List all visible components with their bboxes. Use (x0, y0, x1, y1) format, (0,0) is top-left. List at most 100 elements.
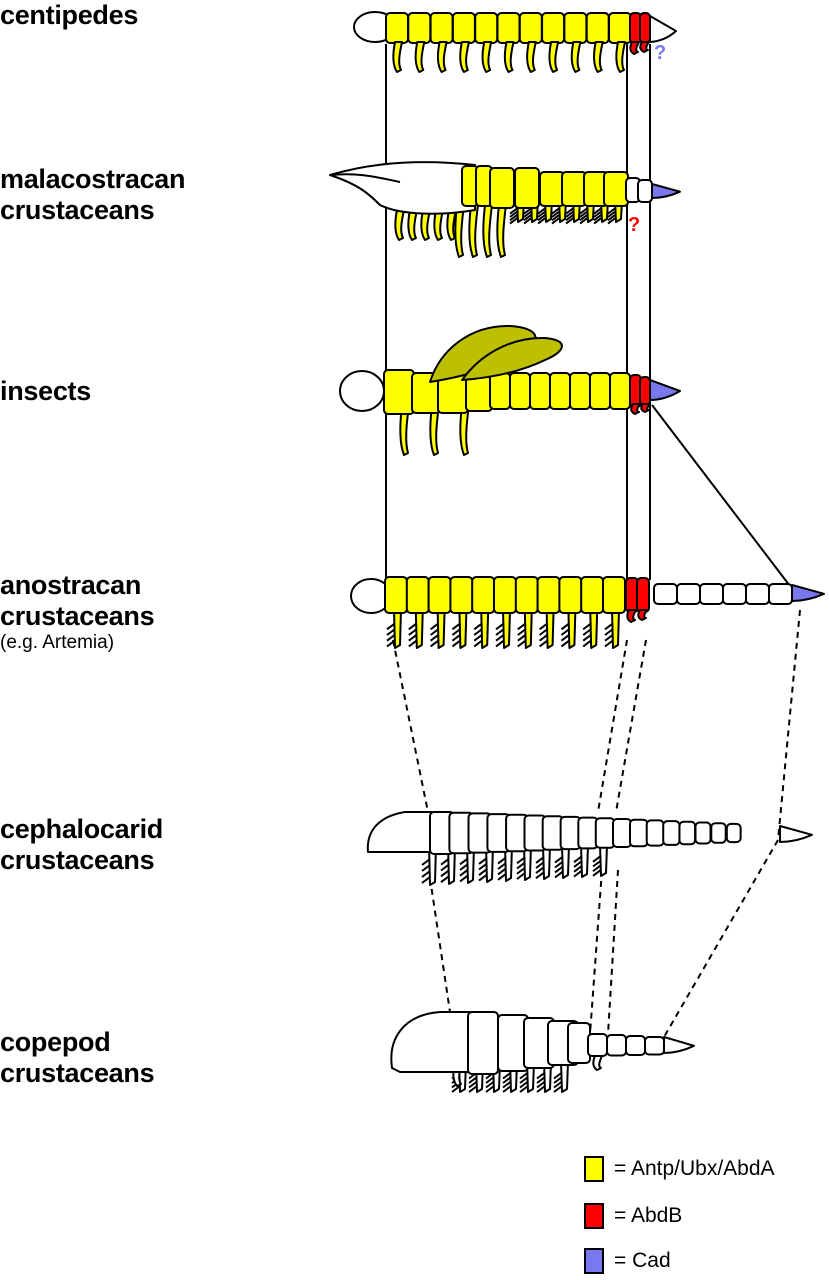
segment (407, 12, 432, 44)
segment (710, 822, 727, 844)
leg (482, 204, 493, 258)
limb-seta (509, 216, 519, 225)
limb-stem (545, 609, 555, 649)
limb-seta (523, 213, 533, 222)
limb-seta (519, 1085, 529, 1093)
segment (676, 583, 701, 605)
malacostracan-body (329, 161, 681, 258)
label-line: centipedes (0, 0, 139, 30)
limb-seta (408, 622, 418, 631)
segment (678, 820, 697, 846)
limb-seta (560, 628, 571, 636)
leg (459, 404, 470, 456)
limb-seta (502, 1071, 512, 1080)
solid-connector (651, 404, 794, 591)
hindwing (461, 336, 563, 381)
limb-seta (430, 639, 440, 648)
limb-seta (537, 216, 547, 225)
segment (489, 372, 511, 410)
segment (612, 818, 632, 848)
label-anostracan: anostracan crustaceans (0, 570, 155, 632)
segment (384, 576, 408, 614)
limb-seta (536, 1080, 546, 1089)
segment (639, 12, 651, 44)
segment (427, 576, 452, 614)
limb (553, 1061, 569, 1093)
limb (560, 609, 577, 649)
leg (548, 41, 560, 73)
limb-seta (497, 862, 507, 870)
limb (536, 1061, 552, 1093)
segment (725, 822, 742, 844)
limb (554, 844, 570, 879)
limb-seta (459, 857, 469, 866)
leg (626, 609, 637, 623)
dashed-connector (615, 639, 647, 813)
limb-stem (567, 609, 577, 649)
limb-stem (589, 609, 599, 649)
segment (449, 576, 474, 614)
telson (779, 825, 813, 843)
legend-swatch (584, 1156, 604, 1182)
segment (694, 821, 712, 845)
limb-seta (497, 856, 507, 865)
telson (649, 15, 677, 43)
limb-seta (535, 856, 545, 864)
telson (791, 584, 825, 602)
limb-seta (451, 639, 461, 648)
limb-seta (593, 216, 603, 225)
limb-seta (592, 868, 602, 877)
limb-seta (593, 210, 603, 218)
limb-seta (478, 868, 488, 876)
limb-seta (523, 210, 533, 218)
limb-seta (582, 633, 592, 642)
limb-seta (536, 1085, 546, 1093)
limb (592, 844, 608, 877)
limb-seta (592, 855, 602, 863)
limb-stem (523, 609, 533, 649)
limb-stem (393, 609, 402, 649)
segment (558, 576, 583, 614)
limb-seta (604, 633, 614, 642)
limb-seta (440, 857, 450, 866)
limb (535, 844, 551, 880)
limb-seta (553, 1085, 563, 1093)
limb-seta (553, 1071, 563, 1080)
segment (645, 819, 665, 847)
limb-seta (386, 622, 396, 631)
limb-seta (582, 628, 592, 636)
limb-seta (468, 1076, 478, 1084)
limb-seta (523, 216, 533, 225)
limb-stem (480, 609, 490, 649)
segment (489, 167, 515, 209)
limb-seta (535, 861, 545, 869)
limb-seta (430, 622, 440, 631)
limb-seta (485, 1085, 495, 1093)
limb-seta (573, 869, 583, 878)
leg (630, 403, 641, 415)
segment (606, 1034, 627, 1057)
leg (629, 41, 640, 55)
limb-seta (451, 1085, 461, 1093)
segment (539, 171, 565, 207)
telson (649, 379, 681, 401)
limb (519, 1061, 535, 1093)
segment (625, 1035, 646, 1056)
limb-stem (414, 609, 424, 649)
limb-stem (436, 609, 446, 649)
leg (407, 209, 418, 241)
limb-seta (478, 873, 488, 882)
limb-seta (485, 1076, 495, 1084)
limb-seta (517, 622, 527, 631)
limb (604, 609, 620, 649)
segment (471, 576, 496, 614)
legend-antp-ubx-abda: = Antp/Ubx/AbdA (584, 1154, 775, 1184)
leg (399, 404, 410, 456)
leg (615, 41, 626, 73)
limb-seta (516, 861, 526, 870)
limb-seta (560, 633, 571, 642)
limb-seta (408, 628, 418, 636)
limb-seta (553, 1080, 563, 1089)
segment (451, 12, 476, 44)
segment (594, 817, 616, 849)
